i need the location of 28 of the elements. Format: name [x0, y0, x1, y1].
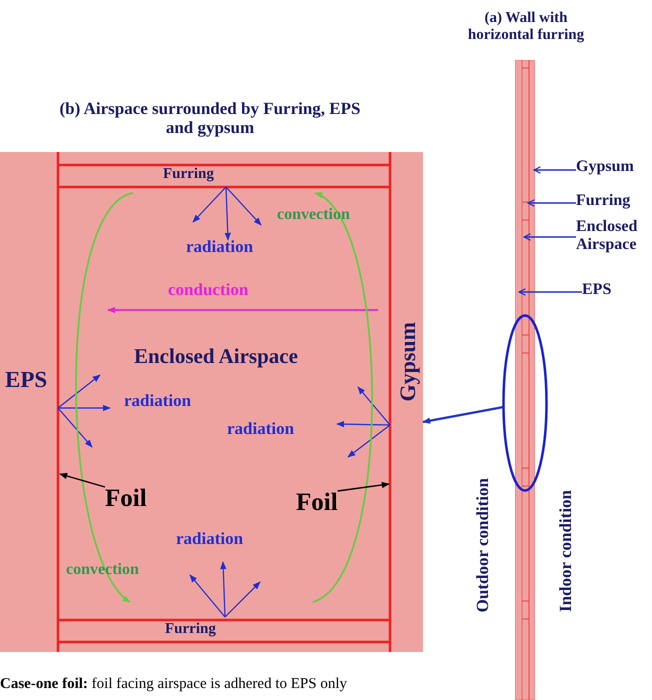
arrow	[518, 288, 582, 296]
foil-label: Foil	[105, 485, 147, 512]
part-label: Furring	[165, 621, 216, 638]
arrow	[527, 199, 576, 207]
layer-label: Gypsum	[576, 158, 634, 176]
layer-label: Enclosed Airspace	[576, 218, 652, 254]
arrow	[422, 406, 504, 424]
process-label: conduction	[168, 281, 248, 300]
part-label: Furring	[163, 166, 214, 182]
arrow	[523, 233, 576, 241]
process-label: radiation	[186, 238, 254, 257]
process-label: radiation	[227, 420, 294, 439]
leader-line	[338, 482, 390, 492]
condition-label: Indoor condition	[557, 490, 576, 612]
part-label: Gypsum	[396, 322, 420, 402]
condition-label: Outdoor condition	[474, 478, 493, 612]
layer-label: Furring	[576, 192, 630, 210]
arrow	[533, 166, 576, 174]
foil-label: Foil	[296, 489, 338, 516]
part-label: Enclosed Airspace	[134, 345, 298, 368]
process-label: radiation	[124, 392, 192, 411]
section-title: (a) Wall with horizontal furring	[466, 10, 586, 43]
layer-label: EPS	[582, 281, 612, 299]
panel-title: (b) Airspace surrounded by Furring, EPS and gypsum	[58, 100, 362, 138]
part-label: EPS	[5, 367, 48, 392]
leader-line	[59, 472, 106, 488]
process-label: radiation	[176, 530, 244, 549]
caption: Case-one foil: foil facing airspace is adhered to EPS only	[0, 676, 348, 692]
